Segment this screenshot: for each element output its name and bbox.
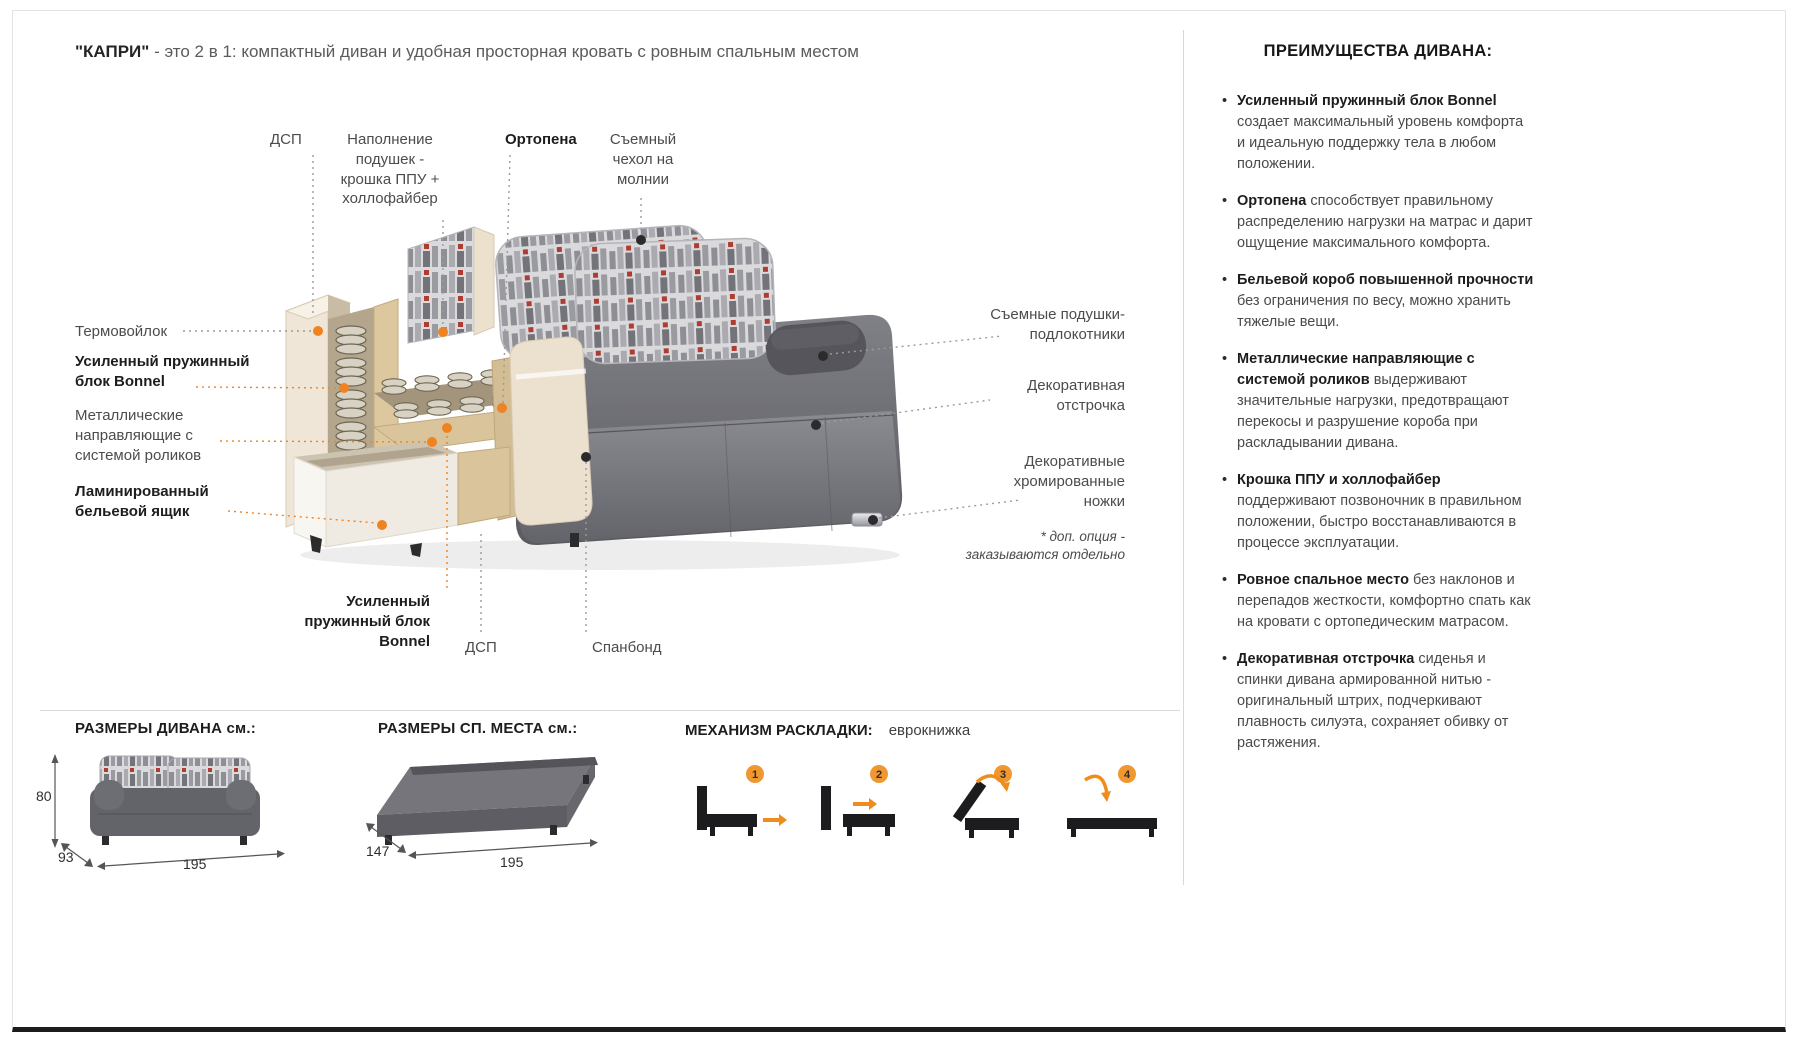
sofa-height-value: 80 [36,788,52,804]
advantages-heading: ПРЕИМУЩЕСТВА ДИВАНА: [1263,42,1493,60]
step-number: 4 [1124,769,1131,781]
callout-decor-stitching: Декоративная отстрочка [1027,377,1125,414]
sofa-profile-icon [952,780,1019,838]
advantage-item: • Металлические направляющие с системой … [1222,349,1534,454]
bullet-icon: • [1222,572,1228,589]
bed-width-value: 195 [500,854,524,870]
callout-cushion-filling: Наполнение подушек - крошка ППУ + холлоф… [340,131,440,208]
advantage-item: • Крошка ППУ и холлофайбер поддерживают … [1222,470,1534,554]
callout-dsp-top: ДСП [270,131,302,148]
mechanism-type: еврокнижка [888,722,971,739]
section-separator-line [40,710,1180,711]
arrow-right-icon [763,814,787,826]
callout-thermo-felt: Термовойлок [75,323,168,340]
advantage-text: способствует правильному распределению н… [1237,193,1533,252]
step-number: 3 [1000,769,1006,781]
callout-metal-rails: Металлические направляющие с системой ро… [75,407,202,464]
mini-bed [377,757,598,845]
arrow-curved-down-icon [1084,774,1111,802]
mechanism-steps: 1 2 3 [683,760,1167,852]
callout-chrome-legs: Декоративные хромированные ножки [1013,453,1125,510]
advantage-text: без наклонов и перепадов жесткости, комф… [1237,572,1531,631]
step-number-badge [1118,765,1136,783]
callout-bonnel-left: Усиленный пружинный блок Bonnel [75,353,250,390]
step-number-badge [746,765,764,783]
callout-armrest-pillows: Съемные подушки-подлокотники [990,306,1125,343]
bullet-icon: • [1222,193,1228,210]
advantage-text: без ограничения по весу, можно хранить т… [1237,293,1511,331]
sofa-profile-icon [697,786,757,836]
callout-laminated-drawer: Ламинированный бельевой ящик [75,483,209,520]
printed-pillows [495,224,776,365]
advantage-lead: Крошка ППУ и холлофайбер [1237,472,1441,489]
step-number: 2 [876,769,882,781]
step-number: 1 [752,769,758,781]
advantage-lead: Бельевой короб повышенной прочности [1237,272,1534,289]
bed-dimensions-heading: РАЗМЕРЫ СП. МЕСТА см.: [378,720,578,737]
sofa-shadow [300,540,900,570]
advantages-panel: ПРЕИМУЩЕСТВА ДИВАНА: • Усиленный пружинн… [1222,42,1534,770]
advantage-text: создает максимальный уровень комфорта и … [1237,114,1524,173]
callout-removable-cover: Съемный чехол на молнии [609,131,677,188]
callout-legs-note: * доп. опция - заказываются отдельно [965,529,1125,562]
bullet-icon: • [1222,651,1228,668]
sofa-width-value: 195 [183,856,207,872]
advantage-item: • Декоративная отстрочка сиденья и спинк… [1222,649,1534,754]
bed-dimensions-illustration [366,757,598,859]
advantage-item: • Ортопена способствует правильному расп… [1222,191,1534,254]
mechanism-heading: МЕХАНИЗМ РАСКЛАДКИ: [685,722,873,739]
page-title: "КАПРИ" - это 2 в 1: компактный диван и … [75,42,859,62]
depth-dimension-arrow [61,843,93,867]
callout-spunbond: Спанбонд [592,639,662,656]
bed-profile-icon [1067,818,1157,837]
advantage-text: сиденья и спинки дивана армированной нит… [1237,651,1509,752]
bed-depth-value: 147 [366,843,390,859]
bullet-icon: • [1222,351,1228,368]
sofa-depth-value: 93 [58,849,74,865]
sofa-illustration [284,224,903,570]
bullet-icon: • [1222,93,1228,109]
mechanism-step-2: 2 [821,765,895,836]
title-brand: "КАПРИ" [75,42,150,61]
step-number-badge [870,765,888,783]
callout-ortopena: Ортопена [505,131,577,148]
advantage-lead: Усиленный пружинный блок Bonnel [1237,93,1497,109]
bed-width-dimension-arrow [408,839,598,859]
advantage-item: • Бельевой короб повышенной прочности бе… [1222,270,1534,333]
bullet-icon: • [1222,472,1228,489]
mechanism-step-3: 3 [952,765,1019,838]
advantage-text: поддерживают позвоночник в правильном по… [1237,493,1522,552]
width-dimension-arrow [97,850,285,870]
advantage-lead: Металлические направляющие с системой ро… [1237,351,1475,389]
sofa-dimensions-heading: РАЗМЕРЫ ДИВАНА см.: [75,720,256,737]
sofa-dimensions-illustration [51,754,285,870]
height-dimension-arrow [51,754,59,848]
advantage-item: • Ровное спальное место без наклонов и п… [1222,570,1534,633]
sofa-profile-icon [821,786,895,836]
cushion-cut-wedge [407,226,495,344]
advantage-lead: Декоративная отстрочка [1237,651,1415,668]
callout-dsp-bottom: ДСП [465,639,497,656]
advantage-text: выдерживают значительные нагрузки, предо… [1237,372,1509,452]
mechanism-step-4: 4 [1067,765,1157,837]
mechanism-heading-row: МЕХАНИЗМ РАСКЛАДКИ: еврокнижка [685,722,970,739]
mini-sofa [90,755,260,845]
bed-depth-dimension-arrow [366,823,406,853]
mechanism-step-1: 1 [697,765,787,836]
advantage-lead: Ровное спальное место [1237,572,1409,589]
arrow-curved-icon [975,774,1010,792]
advantage-item: • Усиленный пружинный блок Bonnel создае… [1222,91,1534,175]
callout-bonnel-bottom: Усиленный пружинный блок Bonnel [304,593,430,650]
arrow-right-icon [853,798,877,810]
advantage-lead: Ортопена [1237,193,1307,210]
bullet-icon: • [1222,272,1228,289]
sofa-body [515,314,903,546]
title-tagline: - это 2 в 1: компактный диван и удобная … [154,42,859,61]
panel-divider-line [1183,30,1184,885]
